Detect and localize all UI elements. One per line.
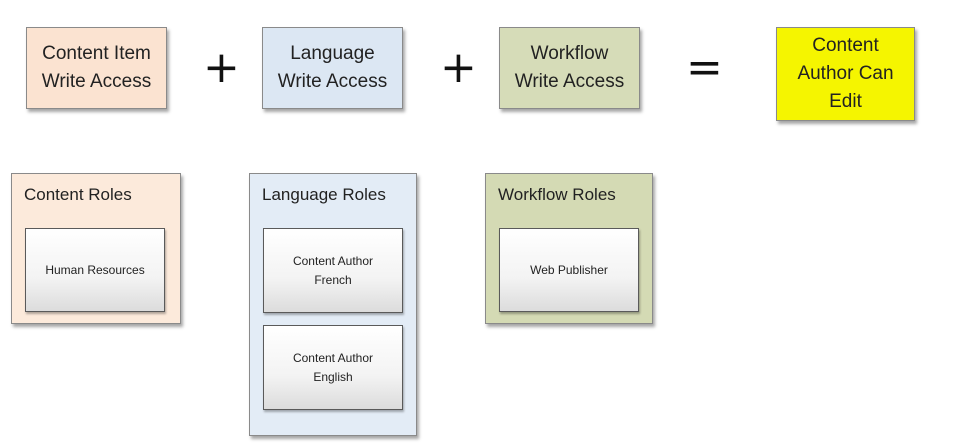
content-roles-title: Content Roles [24,185,132,204]
content-author-can-edit-label: Content Author Can Edit [797,35,894,112]
content-item-write-access-box: Content Item Write Access [26,27,167,109]
role-content-author-english: Content Author English [263,325,403,410]
role-human-resources: Human Resources [25,228,165,312]
workflow-write-access-label: Workflow Write Access [514,43,625,92]
content-item-write-access-label: Content Item Write Access [41,43,152,92]
content-roles-group: Content Roles Human Resources [11,173,181,324]
language-roles-title: Language Roles [262,185,386,204]
language-write-access-box: Language Write Access [262,27,403,109]
workflow-roles-title: Workflow Roles [498,185,616,204]
role-content-author-french: Content Author French [263,228,403,313]
content-author-can-edit-box: Content Author Can Edit [776,27,915,121]
workflow-roles-group: Workflow Roles Web Publisher [485,173,653,324]
workflow-write-access-box: Workflow Write Access [499,27,640,109]
role-web-publisher: Web Publisher [499,228,639,312]
plus-operator: + [440,42,477,93]
equals-operator: = [686,42,723,93]
language-roles-group: Language Roles Content Author French Con… [249,173,417,436]
language-write-access-label: Language Write Access [277,43,388,92]
plus-operator: + [203,42,240,93]
